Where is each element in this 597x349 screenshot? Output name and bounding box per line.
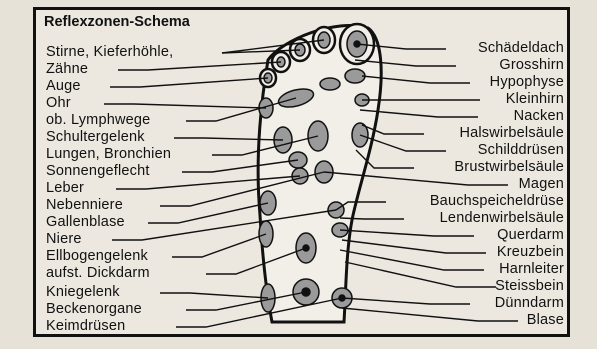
right-label: Hypophyse <box>490 74 564 90</box>
leader-line-right <box>342 240 486 253</box>
right-label: Kreuzbein <box>497 244 564 260</box>
left-label: Stirne, Kieferhöhle, <box>46 44 173 60</box>
left-label: Keimdrüsen <box>46 318 125 334</box>
right-label: Steissbein <box>495 278 564 294</box>
right-label: Nacken <box>514 108 564 124</box>
leader-line-left <box>160 293 268 298</box>
right-label: Grosshirn <box>499 57 564 73</box>
right-label: Halswirbelsäule <box>459 125 564 141</box>
leader-line-left <box>172 234 266 257</box>
left-label: Schultergelenk <box>46 129 145 145</box>
left-label: Zähne <box>46 61 88 77</box>
left-label: Nebenniere <box>46 197 123 213</box>
right-label: Schilddrüsen <box>478 142 564 158</box>
leader-line-right <box>342 298 470 304</box>
left-label: Lungen, Bronchien <box>46 146 171 162</box>
left-label: Sonnengeflecht <box>46 163 150 179</box>
right-label: Magen <box>519 176 564 192</box>
leader-line-right <box>340 230 474 236</box>
leader-line-right <box>340 218 404 219</box>
right-label: Kleinhirn <box>506 91 564 107</box>
leader-line-right <box>342 308 518 321</box>
left-label: Kniegelenk <box>46 284 120 300</box>
leader-line-left <box>104 104 266 108</box>
right-label: Blase <box>527 312 564 328</box>
right-label: Harnleiter <box>499 261 564 277</box>
left-label: Ohr <box>46 95 71 111</box>
right-label: Bauchspeicheldrüse <box>430 193 564 209</box>
diagram-title: Reflexzonen-Schema <box>44 14 190 30</box>
left-label: Beckenorgane <box>46 301 142 317</box>
left-label: Ellbogengelenk <box>46 248 148 264</box>
left-label: Gallenblase <box>46 214 125 230</box>
right-label: Schädeldach <box>478 40 564 56</box>
left-label: Niere <box>46 231 82 247</box>
left-label: Leber <box>46 180 84 196</box>
right-label: Lendenwirbelsäule <box>440 210 564 226</box>
right-label: Dünndarm <box>495 295 564 311</box>
leader-line-left <box>110 78 268 87</box>
left-label: ob. Lymphwege <box>46 112 150 128</box>
leader-line-left <box>118 62 281 70</box>
right-label: Querdarm <box>497 227 564 243</box>
left-label: aufst. Dickdarm <box>46 265 150 281</box>
right-label: Brustwirbelsäule <box>454 159 564 175</box>
left-label: Auge <box>46 78 81 94</box>
